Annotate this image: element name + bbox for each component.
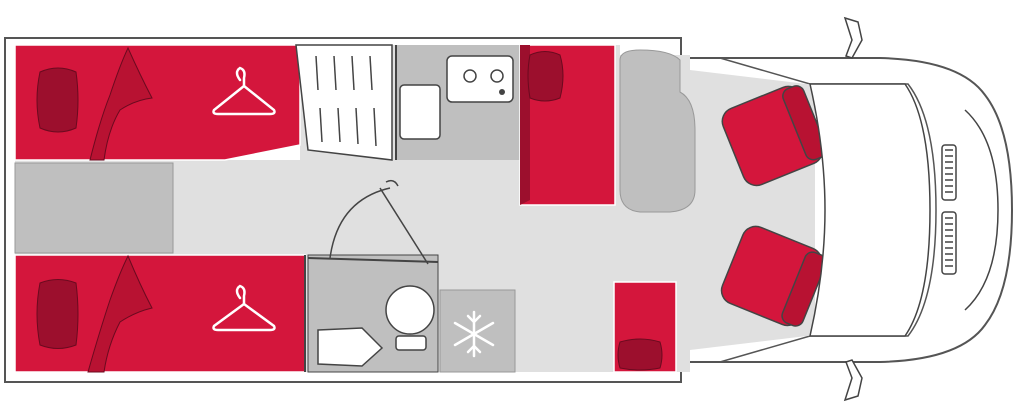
pillow-icon bbox=[36, 67, 79, 133]
sink-icon bbox=[399, 84, 441, 140]
table-icon bbox=[619, 49, 696, 213]
hanger-icon bbox=[212, 284, 276, 332]
cab bbox=[720, 16, 999, 402]
blanket-icon bbox=[87, 254, 153, 373]
bed-step bbox=[14, 162, 174, 254]
fridge bbox=[439, 289, 516, 373]
pillow-icon bbox=[617, 338, 663, 371]
cab-seat-icon bbox=[721, 85, 828, 187]
pillow-icon bbox=[527, 51, 564, 102]
toilet-icon bbox=[385, 285, 435, 351]
mirror-left-icon bbox=[843, 16, 863, 59]
rear-bed-upper bbox=[14, 44, 301, 161]
interior-walls bbox=[304, 45, 439, 372]
dinette bbox=[519, 44, 696, 213]
side-seat bbox=[613, 281, 677, 373]
cab-seat-icon bbox=[720, 225, 827, 327]
hanger-icon bbox=[212, 66, 276, 116]
bathroom bbox=[307, 179, 439, 373]
snowflake-icon bbox=[453, 310, 495, 358]
mirror-right-icon bbox=[843, 359, 863, 402]
hob-icon bbox=[446, 55, 514, 103]
kitchen bbox=[396, 45, 520, 160]
dashboard bbox=[809, 83, 931, 337]
wardrobe bbox=[295, 44, 393, 161]
grille-icon bbox=[941, 109, 999, 311]
rear-bed-lower bbox=[14, 254, 306, 373]
blanket-icon bbox=[89, 46, 153, 161]
washbasin-icon bbox=[317, 327, 384, 367]
drawer-icon bbox=[315, 55, 377, 147]
pillow-icon bbox=[36, 279, 79, 349]
door-swing bbox=[329, 179, 429, 265]
